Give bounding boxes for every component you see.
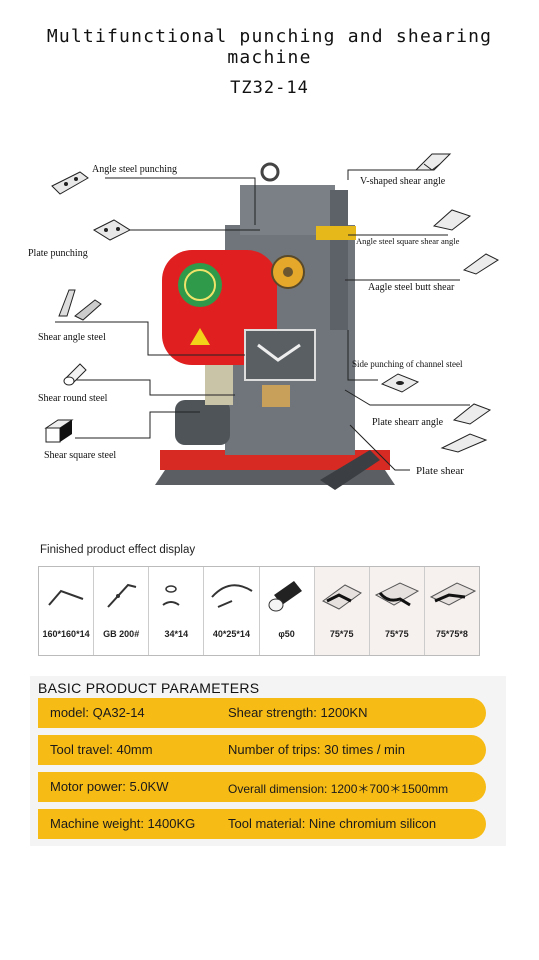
lifting-ring — [260, 162, 280, 182]
round-steel-thumb-icon — [63, 363, 87, 386]
param-right: Number of trips: 30 times / min — [228, 742, 405, 757]
effect-item: 75*75*8 — [424, 567, 479, 655]
control-box — [205, 360, 233, 405]
params-title: BASIC PRODUCT PARAMETERS — [38, 680, 260, 696]
param-row: model: QA32-14 Shear strength: 1200KN — [38, 698, 486, 728]
callout-angle-steel-punching: Angle steel punching — [92, 164, 177, 175]
param-left: model: QA32-14 — [50, 705, 145, 720]
plate-punch-thumb-icon — [92, 219, 132, 241]
machine-diagram: Angle steel punching Plate punching Shea… — [0, 150, 539, 530]
motor — [175, 400, 230, 445]
shear-window — [244, 329, 316, 381]
machine-illustration — [55, 162, 470, 490]
warning-sign — [190, 328, 210, 345]
callout-shear-round-steel: Shear round steel — [38, 393, 108, 404]
round-bar-icon — [268, 581, 302, 612]
angle-notch-icon — [374, 582, 419, 607]
param-left: Machine weight: 1400KG — [50, 816, 196, 831]
effect-item: 160*160*14 — [39, 567, 95, 655]
machine-leg — [320, 450, 380, 490]
callout-plate-shear-angle: Plate shearr angle — [372, 417, 444, 428]
plate-shear-angle-thumb-icon — [452, 403, 492, 425]
channel-punch-thumb-icon — [380, 373, 420, 393]
effect-item: GB 200# — [94, 567, 150, 655]
v-shear-thumb-icon — [414, 153, 452, 171]
page-title: Multifunctional punching and shearing ma… — [46, 26, 493, 68]
square-steel-thumb-icon — [44, 419, 74, 443]
channel-cut-icon — [107, 583, 137, 608]
callout-shear-angle-steel: Shear angle steel — [38, 332, 106, 343]
callout-v-shaped-shear-angle: V-shaped shear angle — [360, 176, 446, 187]
machine-column — [330, 190, 348, 330]
param-row: Machine weight: 1400KG Tool material: Ni… — [38, 809, 486, 839]
callout-angle-steel-square-shear-angle: Angle steel square shear angle — [356, 236, 460, 246]
callout-side-punching-channel-steel: Side punching of channel steel — [352, 359, 463, 369]
yellow-clamp — [316, 226, 356, 240]
angle-cut-icon — [48, 589, 84, 606]
effect-item: 75*75 — [314, 567, 370, 655]
callout-lines — [55, 169, 470, 471]
param-row: Motor power: 5.0KW Overall dimension: 12… — [38, 772, 486, 802]
effect-table: 160*160*14 GB 200# 34*14 40*25*14 φ50 — [38, 566, 480, 656]
callout-angle-steel-butt-shear: Aagle steel butt shear — [368, 282, 455, 293]
butt-shear-thumb-icon — [462, 253, 500, 275]
param-row: Tool travel: 40mm Number of trips: 30 ti… — [38, 735, 486, 765]
effect-item: 75*75 — [369, 567, 425, 655]
effect-item: φ50 — [260, 567, 315, 655]
punch-die — [262, 385, 290, 407]
param-right: Shear strength: 1200KN — [228, 705, 368, 720]
param-left: Tool travel: 40mm — [50, 742, 153, 757]
param-right: Overall dimension: 1200＊700＊1500mm — [228, 782, 449, 796]
plate-shear-thumb-icon — [440, 433, 488, 453]
callout-shear-square-steel: Shear square steel — [44, 450, 117, 461]
angle-shear-icon — [429, 582, 477, 606]
effect-item: 34*14 — [149, 567, 205, 655]
param-left: Motor power: 5.0KW — [50, 779, 169, 794]
callout-plate-punching: Plate punching — [28, 248, 88, 259]
punched-hole-icon — [162, 585, 180, 606]
model-code: TZ32-14 — [230, 78, 309, 98]
square-shear-thumb-icon — [432, 209, 472, 231]
effect-caption: Finished product effect display — [40, 544, 196, 556]
shear-angle-thumb-icon — [58, 289, 102, 321]
angle-punch-thumb-icon — [51, 171, 89, 195]
effect-item: 40*25*14 — [204, 567, 260, 655]
angle-piece-icon — [321, 584, 362, 610]
callout-plate-shear: Plate shear — [416, 465, 464, 477]
bent-angle-icon — [211, 584, 253, 608]
param-right: Tool material: Nine chromium silicon — [228, 816, 437, 831]
